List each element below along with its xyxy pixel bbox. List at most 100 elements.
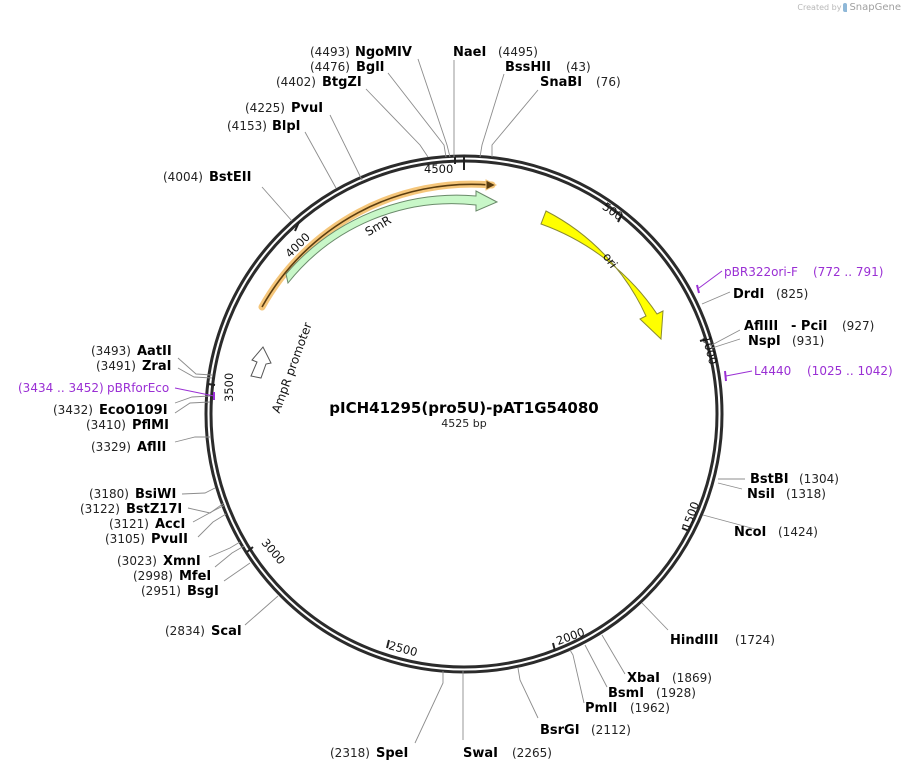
svg-text:ScaI: ScaI (211, 624, 242, 639)
enzyme-bsrgi[interactable]: BsrGI (2112) (540, 723, 631, 738)
svg-text:PvuII: PvuII (151, 532, 188, 547)
enzyme-drdi[interactable]: DrdI (825) (733, 287, 808, 302)
enzyme-btgzi[interactable]: (4402) BtgZI (276, 75, 362, 90)
enzyme-bsteii[interactable]: (4004) BstEII (163, 170, 251, 185)
enzyme-hindiii[interactable]: HindIII (1724) (670, 633, 775, 648)
svg-text:(4495): (4495) (498, 45, 538, 59)
plasmid-name: pICH41295(pro5U)-pAT1G54080 (329, 399, 598, 417)
tick-marks (207, 157, 708, 652)
svg-text:(4493): (4493) (310, 45, 350, 59)
svg-text:BssHII: BssHII (505, 60, 551, 75)
enzyme-ncoi[interactable]: NcoI (1424) (734, 525, 818, 540)
feature-ampr-promoter[interactable]: AmpR promoter (250, 320, 315, 415)
enzyme-mfei[interactable]: (2998) MfeI (133, 569, 211, 584)
svg-text:(3329): (3329) (91, 440, 131, 454)
enzyme-scai[interactable]: (2834) ScaI (165, 624, 242, 639)
tick-label-1000: 1000 (699, 334, 720, 366)
svg-text:BsrGI: BsrGI (540, 723, 580, 738)
tick-label-3500: 3500 (222, 373, 236, 402)
svg-text:(3432): (3432) (53, 403, 93, 417)
svg-text:(927): (927) (842, 319, 874, 333)
enzyme-zrai[interactable]: (3491) ZraI (96, 359, 171, 374)
svg-text:MfeI: MfeI (179, 569, 211, 584)
enzyme-ecoo109i[interactable]: (3432) EcoO109I (53, 403, 168, 418)
svg-text:EcoO109I: EcoO109I (99, 403, 168, 418)
svg-text:(3023): (3023) (117, 554, 157, 568)
svg-text:(3491): (3491) (96, 359, 136, 373)
svg-text:(1318): (1318) (786, 487, 826, 501)
enzyme-snabi[interactable]: SnaBI (76) (540, 75, 621, 90)
enzyme-bsmi[interactable]: BsmI (1928) (608, 686, 696, 701)
snapgene-name: SnapGene (849, 2, 901, 13)
enzyme-naei[interactable]: NaeI (4495) (453, 45, 538, 60)
svg-text:BlpI: BlpI (272, 119, 301, 134)
tick-label-1500: 1500 (679, 500, 702, 532)
svg-text:BsiWI: BsiWI (135, 487, 176, 502)
enzyme-pflmi[interactable]: (3410) PflMI (86, 418, 169, 433)
enzyme-nsii[interactable]: NsiI (1318) (747, 487, 826, 502)
svg-text:NcoI: NcoI (734, 525, 766, 540)
svg-text:(1962): (1962) (630, 701, 670, 715)
svg-text:NsiI: NsiI (747, 487, 775, 502)
svg-text:NspI: NspI (748, 334, 781, 349)
svg-text:(3180): (3180) (89, 487, 129, 501)
enzyme-blpi[interactable]: (4153) BlpI (227, 119, 301, 134)
enzyme-spei[interactable]: (2318) SpeI (330, 746, 408, 761)
enzyme-nspi[interactable]: NspI (931) (748, 334, 824, 349)
enzyme-aflii[interactable]: (3329) AflII (91, 440, 166, 455)
enzyme-bsgi[interactable]: (2951) BsgI (141, 584, 219, 599)
enzyme-pmli[interactable]: PmlI (1962) (585, 701, 670, 716)
enzyme-busshii[interactable]: BssHII (43) (505, 60, 591, 75)
svg-text:(4476): (4476) (310, 60, 350, 74)
primer-pbrforeco[interactable]: (3434 .. 3452) pBRforEco (18, 381, 169, 395)
svg-text:(1928): (1928) (656, 686, 696, 700)
svg-text:pBR322ori-F: pBR322ori-F (724, 265, 798, 279)
enzyme-pvui-1[interactable]: (4225) PvuI (245, 101, 323, 116)
svg-text:(3434 .. 3452): (3434 .. 3452) (18, 381, 104, 395)
svg-text:(825): (825) (776, 287, 808, 301)
svg-text:(931): (931) (792, 334, 824, 348)
enzyme-bgli[interactable]: (4476) BglI (310, 60, 385, 75)
selected-region-arrow[interactable] (258, 179, 498, 311)
enzyme-ngomiv[interactable]: (4493) NgoMIV (310, 45, 412, 60)
tick-label-3000: 3000 (259, 536, 289, 567)
svg-text:XmnI: XmnI (163, 554, 201, 569)
svg-text:(43): (43) (566, 60, 591, 74)
enzyme-xbai[interactable]: XbaI (1869) (627, 671, 712, 686)
svg-text:(4225): (4225) (245, 101, 285, 115)
enzyme-aatii[interactable]: (3493) AatII (91, 344, 172, 359)
enzyme-xmni[interactable]: (3023) XmnI (117, 554, 201, 569)
primer-pbr322ori-f[interactable]: pBR322ori-F (772 .. 791) (724, 265, 883, 279)
svg-text:XbaI: XbaI (627, 671, 660, 686)
enzyme-acci[interactable]: (3121) AccI (109, 517, 185, 532)
svg-text:(1724): (1724) (735, 633, 775, 647)
svg-text:NaeI: NaeI (453, 45, 486, 60)
svg-text:- PciI: - PciI (791, 319, 827, 334)
svg-text:(4004): (4004) (163, 170, 203, 184)
svg-text:(2112): (2112) (591, 723, 631, 737)
svg-text:HindIII: HindIII (670, 633, 718, 648)
primer-l4440[interactable]: L4440 (1025 .. 1042) (754, 364, 893, 378)
svg-text:PflMI: PflMI (132, 418, 169, 433)
svg-text:L4440: L4440 (754, 364, 791, 378)
svg-text:BsgI: BsgI (187, 584, 219, 599)
enzyme-bsiwi[interactable]: (3180) BsiWI (89, 487, 176, 502)
svg-text:(2265): (2265) (512, 746, 552, 760)
created-by-text: Created by (797, 3, 842, 12)
svg-text:(2834): (2834) (165, 624, 205, 638)
enzyme-bstbi[interactable]: BstBI (1304) (750, 472, 839, 487)
svg-text:BtgZI: BtgZI (322, 75, 362, 90)
svg-text:BstZ17I: BstZ17I (126, 502, 182, 517)
svg-text:BstBI: BstBI (750, 472, 789, 487)
svg-text:(3122): (3122) (80, 502, 120, 516)
feature-smr[interactable]: SmR (285, 190, 499, 293)
svg-text:(3105): (3105) (105, 532, 145, 546)
enzyme-pvuii[interactable]: (3105) PvuII (105, 532, 188, 547)
svg-text:SpeI: SpeI (376, 746, 408, 761)
enzyme-swai[interactable]: SwaI (2265) (463, 746, 552, 761)
enzyme-leader-lines (174, 58, 756, 744)
svg-text:BstEII: BstEII (209, 170, 251, 185)
enzyme-bstz17i[interactable]: (3122) BstZ17I (80, 502, 182, 517)
enzyme-afliii-pcii[interactable]: AflIII - PciI (927) (744, 319, 874, 334)
